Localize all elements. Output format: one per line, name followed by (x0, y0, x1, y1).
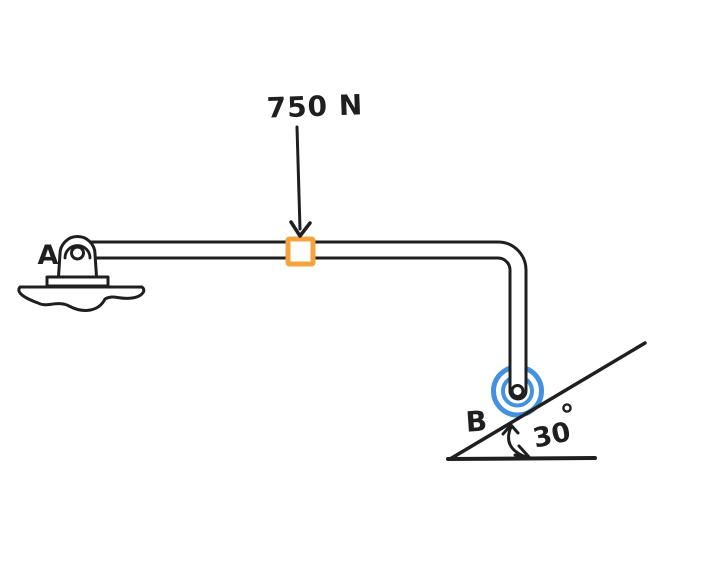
beam-outline (76, 240, 528, 401)
incline-base-line (446, 456, 597, 461)
bent-beam (76, 240, 528, 401)
incline-surface-line (448, 341, 647, 461)
degree-symbol-icon (562, 403, 572, 413)
angle-arc-arrowhead-upper (501, 423, 520, 436)
force-label: 750 N (266, 88, 364, 124)
angle-label: 30 (530, 416, 573, 454)
support-b-label: B (465, 404, 489, 438)
incline-group (446, 341, 647, 461)
ground-blob (17, 285, 146, 312)
pin-a-hole-icon (70, 245, 85, 261)
beam-fill (79, 243, 525, 398)
angle-arc-arrowhead-lower (513, 444, 531, 459)
support-a-label: A (38, 240, 59, 271)
load-point-marker (285, 236, 316, 267)
ink-layer: 750 N A B 30 (17, 88, 647, 461)
force-arrowhead-icon (289, 220, 312, 238)
support-base-plate (45, 275, 110, 288)
force-arrow (289, 125, 312, 238)
pin-b-icon (510, 384, 525, 398)
force-arrow-shaft (295, 125, 302, 231)
labels-group: 750 N A B 30 (38, 88, 574, 454)
pin-support-a-icon (17, 235, 146, 312)
